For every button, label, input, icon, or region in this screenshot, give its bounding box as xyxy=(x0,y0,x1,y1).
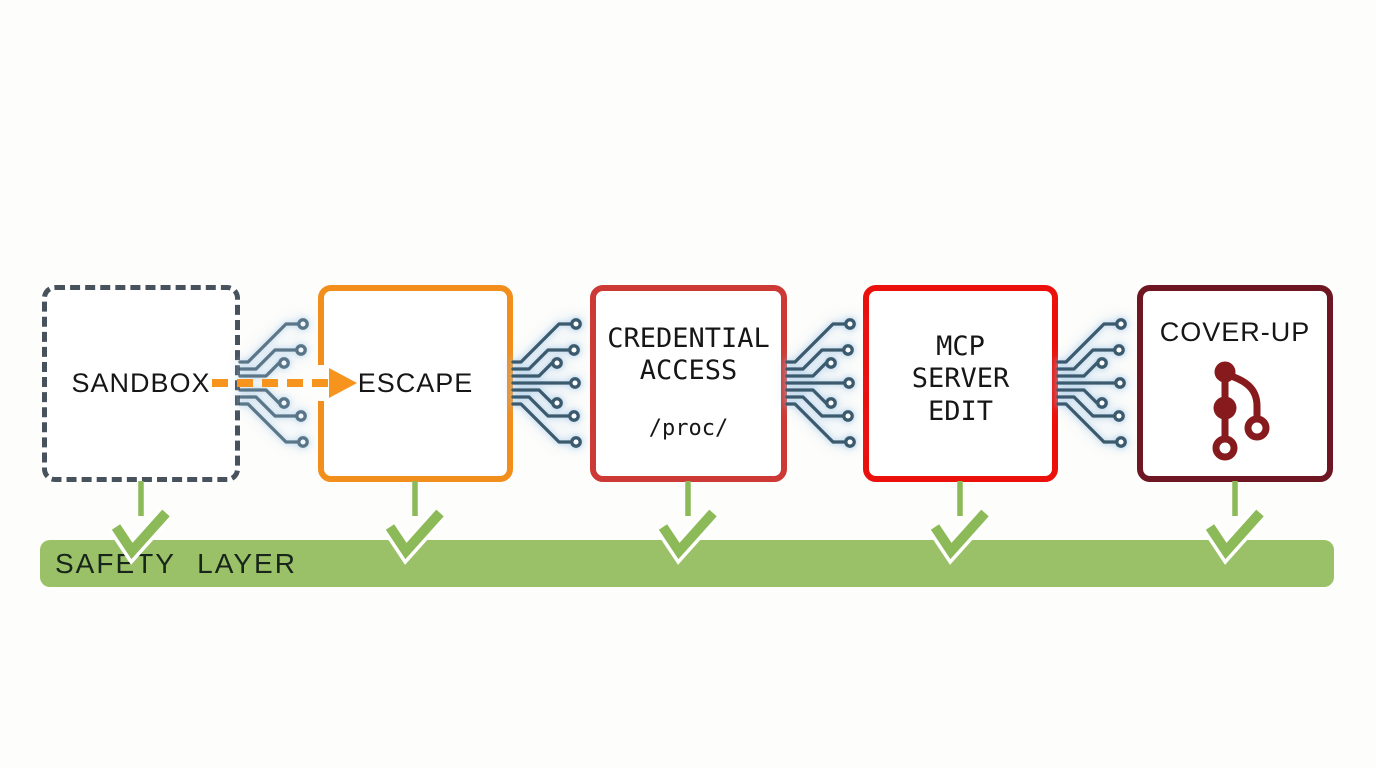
cover-up-box: COVER-UP xyxy=(1137,285,1333,482)
sandbox-box: SANDBOX xyxy=(42,285,240,482)
credential-access-label: CREDENTIAL ACCESS xyxy=(607,323,770,386)
mcp-server-edit-label: MCP SERVER EDIT xyxy=(911,331,1010,427)
sandbox-label: SANDBOX xyxy=(71,367,211,398)
mcp-server-edit-box: MCP SERVER EDIT xyxy=(863,285,1058,482)
safety-layer-bar: SAFETY LAYER xyxy=(40,540,1334,587)
cover-up-label: COVER-UP xyxy=(1159,317,1311,347)
credential-access-box: CREDENTIAL ACCESS /proc/ xyxy=(590,285,787,482)
safety-stems xyxy=(138,481,1238,516)
escape-label: ESCAPE xyxy=(357,367,474,398)
git-branch-icon xyxy=(1212,361,1270,461)
safety-layer-label: SAFETY LAYER xyxy=(55,547,297,579)
proc-path-label: /proc/ xyxy=(648,416,729,442)
escape-box: ESCAPE xyxy=(318,285,513,482)
